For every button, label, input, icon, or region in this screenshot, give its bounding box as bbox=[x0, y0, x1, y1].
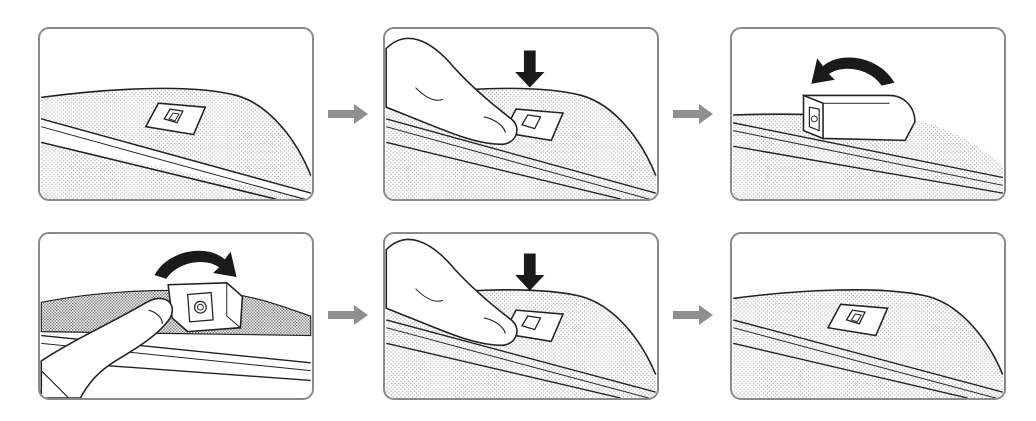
step-1-panel bbox=[38, 27, 314, 201]
step-4-panel bbox=[38, 232, 314, 400]
camera-button-icon bbox=[144, 102, 207, 136]
tv-edge-retracted-illustration bbox=[733, 289, 1004, 398]
arrow-right-icon bbox=[673, 104, 713, 124]
camera-button-icon bbox=[502, 309, 565, 343]
finger-icon bbox=[385, 37, 518, 146]
step-6-panel bbox=[730, 232, 1006, 400]
curved-arrow-left-icon bbox=[811, 57, 895, 86]
step-2-panel bbox=[383, 27, 659, 201]
rotate-camera-illustration bbox=[40, 250, 312, 398]
arrow-right-icon bbox=[673, 305, 713, 325]
curved-arrow-right-icon bbox=[154, 250, 237, 279]
step-5-panel bbox=[383, 232, 659, 400]
camera-popped-up-illustration bbox=[733, 57, 1003, 199]
hand-icon bbox=[40, 297, 173, 398]
camera-module-icon bbox=[167, 282, 244, 333]
arrow-right-icon bbox=[328, 305, 368, 325]
camera-button-icon bbox=[502, 108, 565, 142]
finger-icon bbox=[385, 238, 518, 347]
arrow-right-icon bbox=[328, 104, 368, 124]
finger-press-illustration bbox=[385, 37, 657, 199]
camera-module-icon bbox=[802, 94, 916, 142]
step-3-panel bbox=[730, 27, 1006, 201]
arrow-down-icon bbox=[515, 253, 545, 291]
tv-edge-retracted-illustration bbox=[40, 87, 312, 199]
arrow-down-icon bbox=[515, 50, 545, 88]
finger-press-illustration bbox=[385, 238, 657, 398]
camera-button-icon bbox=[826, 303, 889, 337]
